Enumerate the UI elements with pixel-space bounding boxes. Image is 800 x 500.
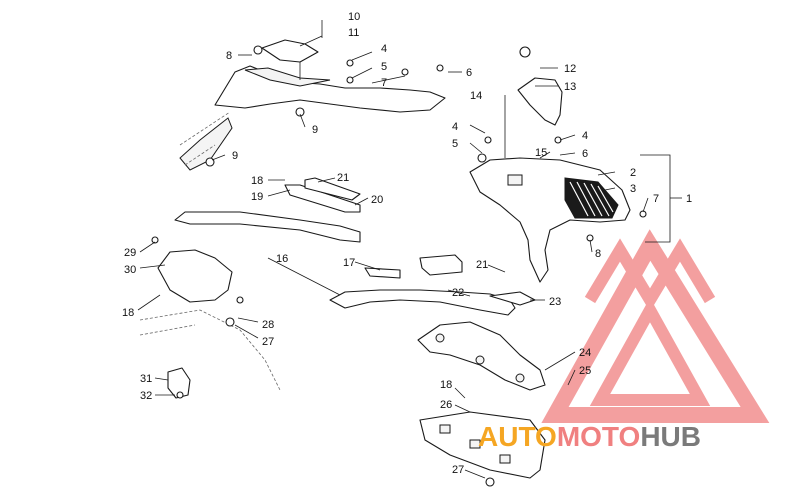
callout-12: 12: [564, 63, 576, 75]
callout-8-upper: 8: [226, 50, 232, 62]
callout-27-left: 27: [262, 336, 274, 348]
callout-15: 15: [535, 147, 547, 159]
callout-5-upper: 5: [381, 61, 387, 73]
callout-23: 23: [549, 296, 561, 308]
watermark-triangle-outer: [541, 229, 770, 423]
callout-9-center: 9: [312, 124, 318, 136]
lower-bracket-plate: [417, 321, 546, 479]
callout-16: 16: [276, 253, 288, 265]
callout-17: 17: [343, 257, 355, 269]
callout-24: 24: [579, 347, 591, 359]
left-bracket: [139, 249, 281, 399]
crossbar-assembly: [174, 177, 536, 316]
upper-console-panel: [179, 39, 446, 171]
callout-2: 2: [630, 167, 636, 179]
watermark-m-shape: [584, 238, 716, 312]
leader-lines: [137, 20, 682, 479]
callout-6-right: 6: [582, 148, 588, 160]
callout-18-upper: 18: [251, 175, 263, 187]
callout-18-left: 18: [122, 307, 134, 319]
callout-30: 30: [124, 264, 136, 276]
watermark-moto: MOTO: [557, 421, 640, 452]
callout-10: 10: [348, 11, 360, 23]
callout-27-lower: 27: [452, 464, 464, 476]
callout-11: 11: [348, 27, 359, 39]
grille-slats: [569, 181, 614, 217]
watermark-logo: [541, 229, 770, 423]
callout-19: 19: [251, 191, 263, 203]
callout-4-right: 4: [582, 130, 588, 142]
callout-22: 22: [452, 287, 464, 299]
callout-28: 28: [262, 319, 274, 331]
callout-3: 3: [630, 183, 636, 195]
callout-20: 20: [371, 194, 383, 206]
callout-9-left: 9: [232, 150, 238, 162]
callout-21-upper: 21: [337, 172, 349, 184]
callout-labels: 1 2 3 4 4 4 5 5 6 6 7 7 8 8 9 9 10 11 12…: [122, 11, 692, 476]
callout-7-right: 7: [653, 193, 659, 205]
callout-4-middle: 4: [452, 121, 458, 133]
callout-32: 32: [140, 390, 152, 402]
callout-21-lower: 21: [476, 259, 488, 271]
right-side-panel: [469, 77, 631, 283]
watermark-triangle-inner: [589, 297, 711, 406]
callout-25: 25: [579, 365, 591, 377]
callout-29: 29: [124, 247, 136, 259]
callout-14: 14: [470, 90, 482, 102]
callout-26: 26: [440, 399, 452, 411]
watermark-hub: HUB: [640, 421, 701, 452]
callout-8-right: 8: [595, 248, 601, 260]
watermark-auto: AUTO: [478, 421, 557, 452]
callout-1: 1: [686, 193, 692, 205]
callout-31: 31: [140, 373, 152, 385]
callout-18-lower: 18: [440, 379, 452, 391]
callout-7-upper: 7: [381, 77, 387, 89]
svg-text:AUTOMOTOHUB: AUTOMOTOHUB: [478, 421, 701, 452]
callout-4-upper: 4: [381, 43, 387, 55]
callout-6-upper: 6: [466, 67, 472, 79]
callout-5-middle: 5: [452, 138, 458, 150]
callout-13: 13: [564, 81, 576, 93]
watermark-brand-text: AUTOMOTOHUB: [478, 421, 701, 452]
